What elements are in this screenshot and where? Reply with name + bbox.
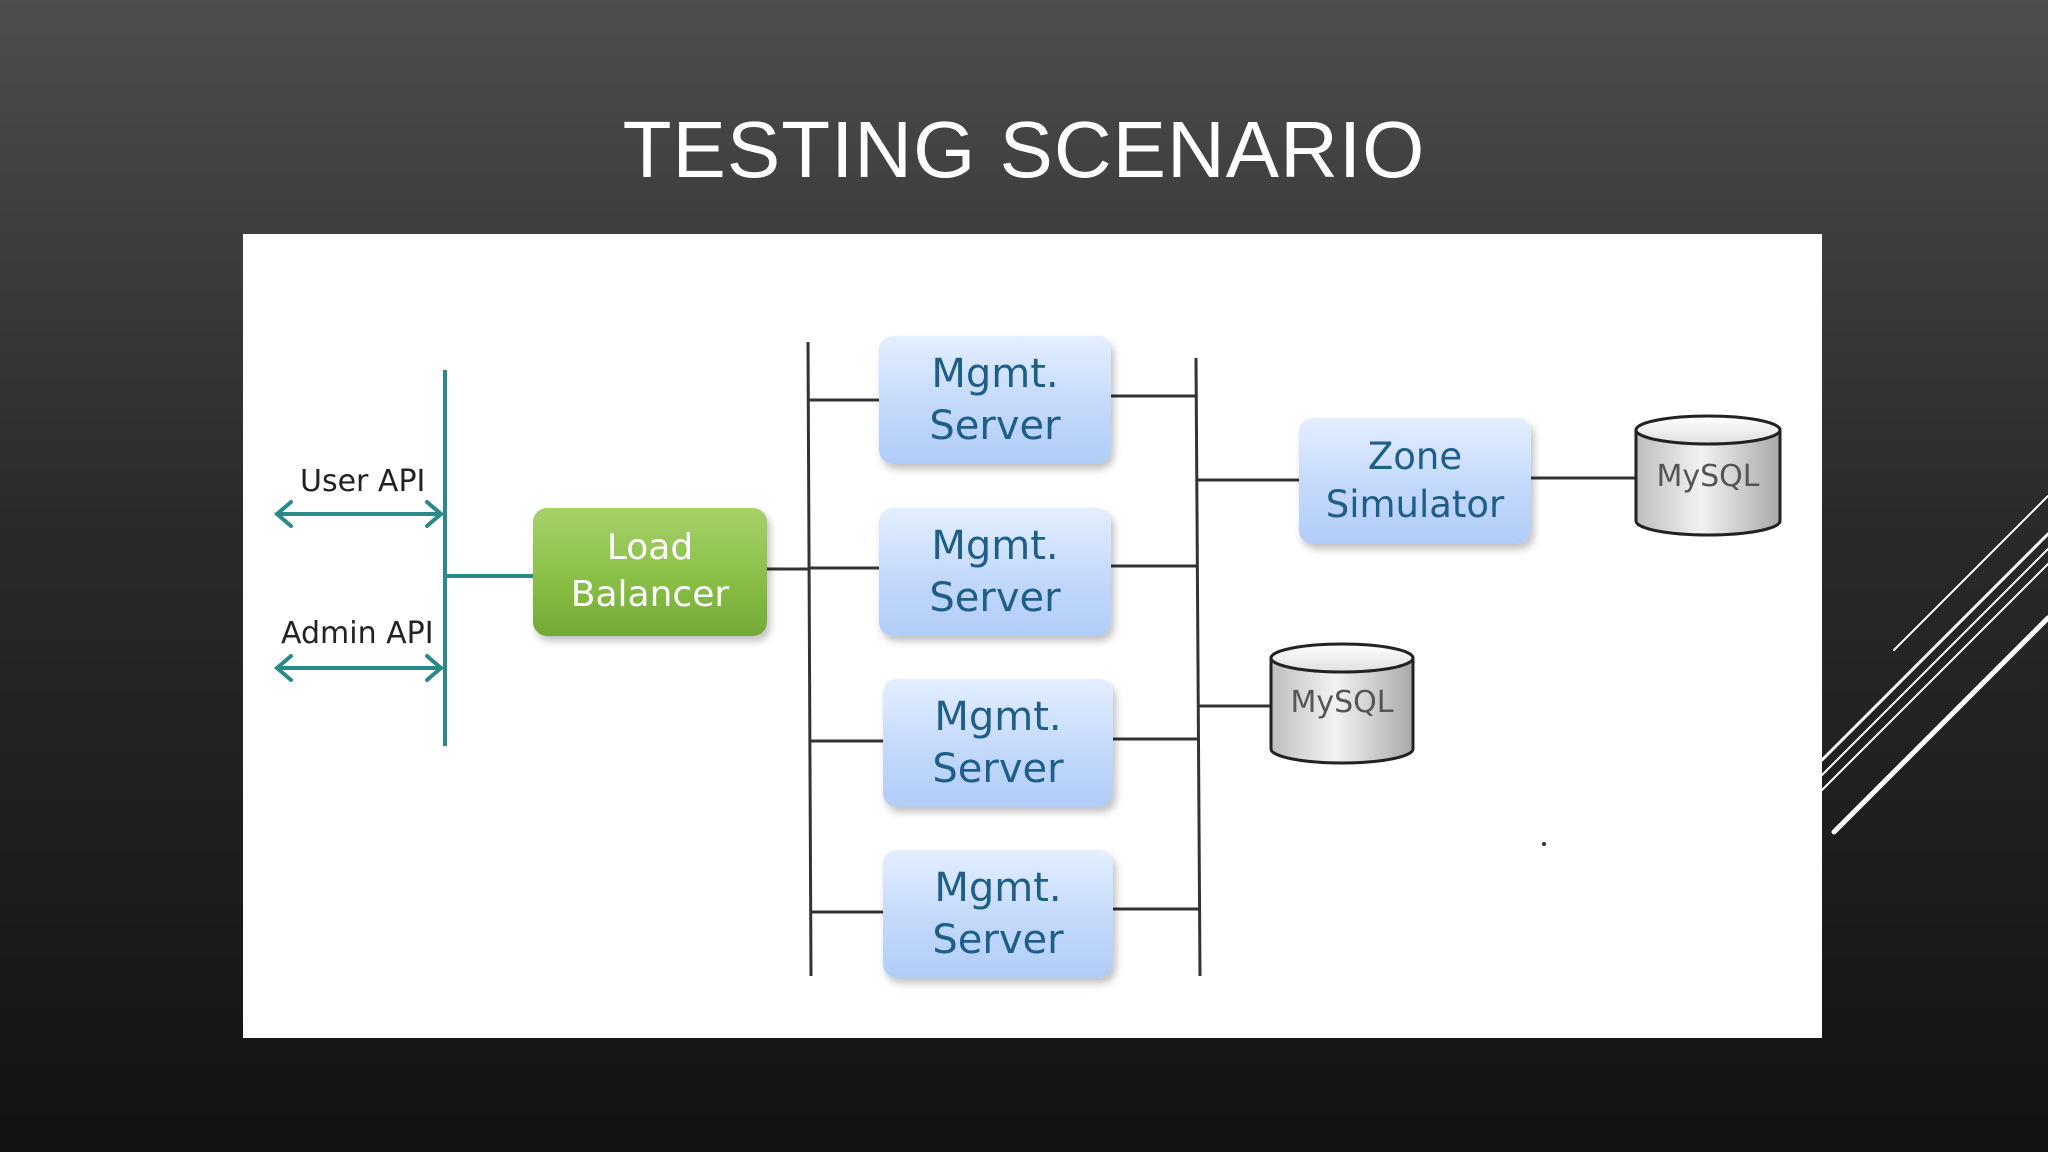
- zone-simulator-label-line2: Simulator: [1325, 483, 1505, 526]
- user-api-label: User API: [300, 464, 426, 499]
- load-balancer-node: Load Balancer: [533, 508, 767, 636]
- architecture-diagram: User API Admin API Load Balancer Mgmt. S…: [243, 234, 1822, 1038]
- admin-api-arrow: [273, 654, 445, 682]
- mgmt-server-node: Mgmt. Server: [883, 850, 1113, 978]
- mgmt-server-label-line1: Mgmt.: [931, 351, 1059, 397]
- mgmt-server-label-line2: Server: [932, 746, 1064, 792]
- zone-simulator-node: Zone Simulator: [1299, 418, 1531, 544]
- admin-api-label: Admin API: [281, 616, 434, 651]
- load-balancer-label-line1: Load: [606, 527, 694, 569]
- mgmt-server-label-line1: Mgmt.: [934, 865, 1062, 911]
- user-api-arrow: [273, 500, 445, 528]
- zone-simulator-label-line1: Zone: [1367, 434, 1463, 478]
- right-server-bus: [1194, 357, 1202, 977]
- mgmt-server-label-line2: Server: [929, 403, 1061, 449]
- mgmt-server-node: Mgmt. Server: [883, 679, 1113, 807]
- mgmt-mysql-cylinder: [1269, 642, 1415, 765]
- diagram-connectors: [273, 341, 1782, 977]
- mgmt-server-label-line2: Server: [932, 917, 1064, 963]
- mgmt-server-label-line1: Mgmt.: [934, 694, 1062, 740]
- mgmt-mysql-label: MySQL: [1290, 685, 1394, 720]
- mgmt-server-node: Mgmt. Server: [879, 508, 1111, 636]
- zone-mysql-label: MySQL: [1656, 459, 1760, 494]
- mgmt-server-node: Mgmt. Server: [879, 336, 1111, 464]
- stray-dot: [1542, 842, 1546, 846]
- left-server-bus: [806, 341, 813, 977]
- load-balancer-label-line2: Balancer: [570, 574, 730, 615]
- mgmt-server-label-line1: Mgmt.: [931, 523, 1059, 569]
- mgmt-server-label-line2: Server: [929, 575, 1061, 621]
- zone-mysql-cylinder: [1634, 414, 1782, 537]
- slide-title: TESTING SCENARIO: [622, 105, 1426, 194]
